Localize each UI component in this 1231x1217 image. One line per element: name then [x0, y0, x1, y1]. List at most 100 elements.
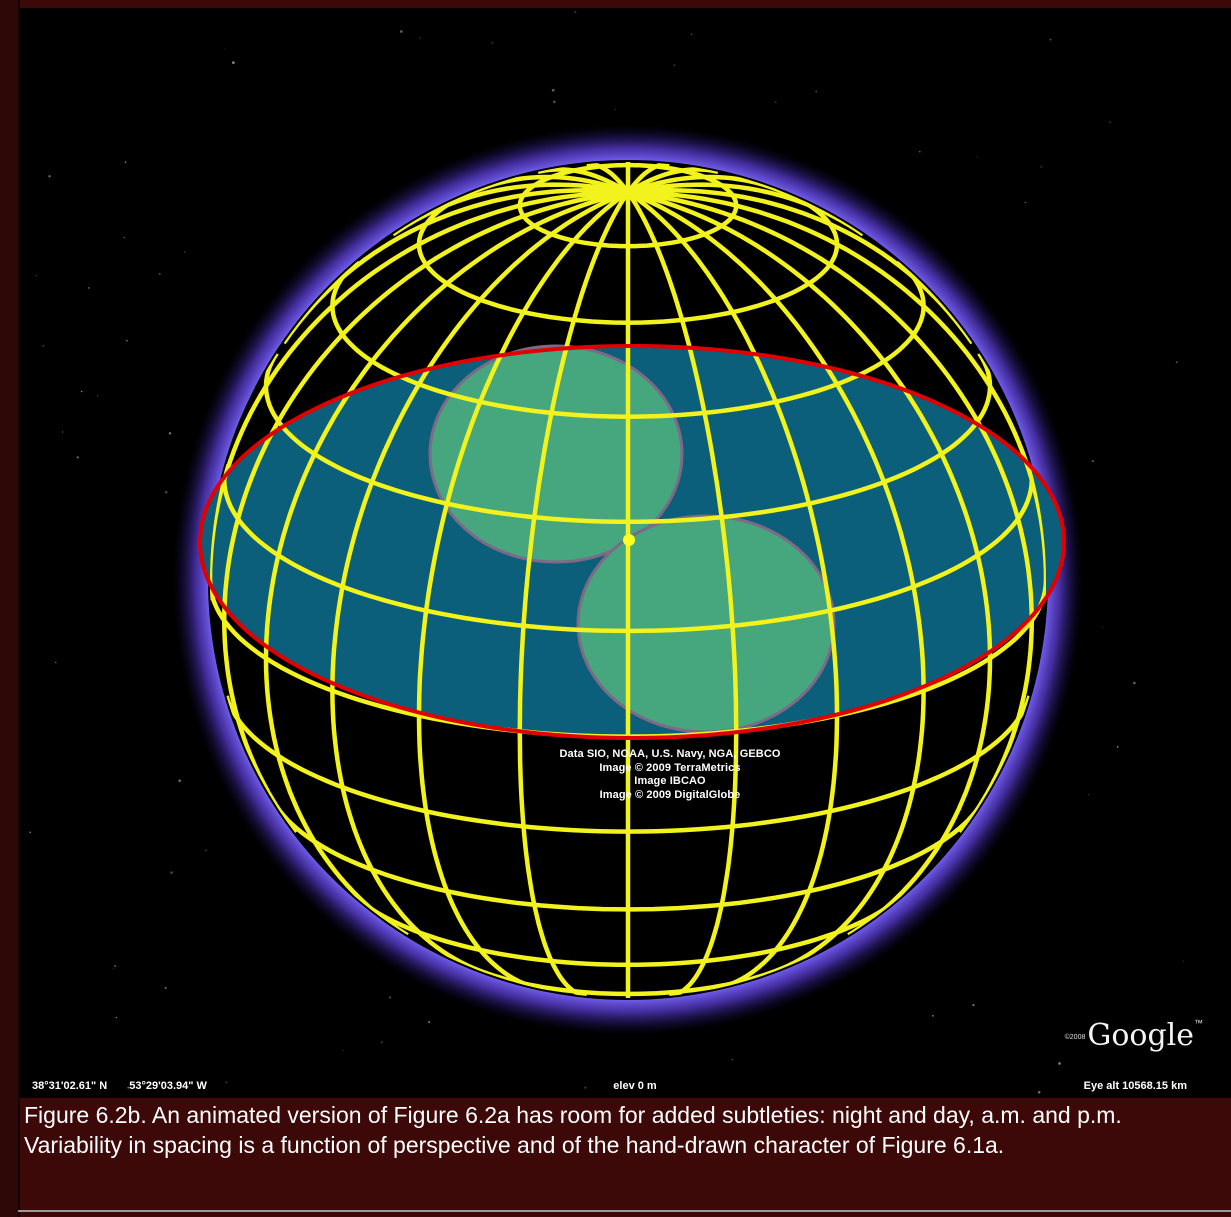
star: [1182, 960, 1185, 962]
parallel-line: [471, 965, 785, 997]
star: [76, 456, 79, 459]
bottom-divider: [18, 1210, 1231, 1212]
star: [124, 161, 127, 164]
meridian-line: [627, 182, 865, 237]
star: [815, 90, 818, 93]
meridian-line: [586, 162, 630, 194]
star: [48, 175, 51, 178]
star: [919, 150, 921, 153]
globe-viewer: Data SIO, NOAA, U.S. Navy, NGA, GEBCO Im…: [20, 8, 1231, 1098]
meridian-line: [626, 162, 670, 194]
eye-altitude-readout: Eye alt 10568.15 km: [1083, 1080, 1187, 1092]
parallel-line: [224, 695, 1032, 834]
star: [491, 42, 493, 44]
star: [1133, 681, 1136, 685]
star: [972, 1004, 975, 1007]
star: [223, 48, 225, 50]
meridian-line: [626, 190, 840, 992]
star: [164, 490, 168, 494]
parallel-line: [352, 893, 904, 968]
attribution-line: Image © 2009 TerraMetrics: [599, 761, 741, 774]
latitude-readout: 38°31'02.61" N: [32, 1080, 108, 1092]
star: [96, 394, 99, 397]
meridian-line: [263, 190, 629, 938]
star: [399, 30, 403, 33]
star: [126, 339, 128, 342]
observer-point: [623, 534, 635, 546]
star: [170, 871, 173, 874]
star: [114, 964, 117, 968]
star: [54, 661, 57, 664]
star: [1049, 38, 1052, 41]
star: [553, 100, 556, 104]
star: [388, 996, 391, 999]
star: [158, 273, 161, 275]
star: [673, 64, 676, 67]
star: [731, 1058, 734, 1061]
imagery-attribution: Data SIO, NOAA, U.S. Navy, NGA, GEBCO Im…: [470, 748, 870, 802]
parallel-line: [330, 259, 926, 419]
meridian-line: [627, 188, 975, 345]
attribution-line: Image © 2009 DigitalGlobe: [599, 788, 741, 801]
star: [690, 33, 693, 36]
star: [614, 109, 616, 110]
star: [29, 831, 32, 834]
star: [183, 251, 186, 253]
star: [380, 1041, 383, 1044]
meridian-line: [537, 167, 630, 195]
meridian-line: [627, 190, 1035, 835]
star: [80, 390, 83, 393]
star: [1088, 794, 1090, 796]
google-logo: ©2008Google™: [1065, 1018, 1203, 1053]
parallel-line: [517, 162, 739, 249]
star: [168, 432, 172, 435]
star: [1109, 121, 1112, 124]
star: [1037, 1091, 1041, 1094]
star: [584, 1086, 587, 1089]
attribution-line: Image IBCAO: [634, 775, 706, 787]
star: [419, 37, 421, 39]
attribution-line: Data SIO, NOAA, U.S. Navy, NGA, GEBCO: [559, 748, 781, 760]
star: [1116, 745, 1119, 748]
star: [1024, 201, 1027, 204]
star: [123, 236, 125, 239]
star: [232, 61, 235, 64]
star: [551, 88, 555, 92]
star: [115, 1016, 118, 1019]
meridian-line: [330, 190, 629, 976]
star: [1175, 361, 1178, 364]
star: [1040, 165, 1043, 168]
meridian-line: [391, 182, 629, 237]
logo-trademark: ™: [1194, 1018, 1203, 1028]
upper-green-circle: [428, 344, 684, 564]
star: [342, 1049, 344, 1052]
meridian-line: [627, 190, 993, 938]
globe-scene: [29, 10, 1185, 1094]
star: [976, 156, 979, 158]
star: [1058, 1062, 1061, 1065]
star: [774, 101, 777, 103]
star: [1102, 627, 1104, 629]
star: [932, 1014, 934, 1017]
star: [1093, 1040, 1095, 1043]
meridian-line: [281, 188, 629, 345]
lat-long-grid: [210, 162, 1046, 998]
star: [112, 967, 114, 969]
star: [164, 986, 167, 990]
parallel-line: [416, 185, 840, 325]
logo-text: Google: [1087, 1018, 1194, 1053]
parallel-line: [263, 352, 993, 525]
star: [1091, 460, 1094, 463]
left-border: [0, 0, 20, 1217]
star: [35, 274, 37, 277]
meridian-line: [626, 167, 719, 195]
horizon-plane-outline: [198, 344, 1066, 740]
meridian-line: [627, 190, 926, 976]
star: [87, 286, 90, 289]
meridian-line: [517, 191, 630, 998]
elevation-readout: elev 0 m: [613, 1080, 657, 1092]
star: [225, 1081, 228, 1084]
star: [574, 10, 577, 14]
